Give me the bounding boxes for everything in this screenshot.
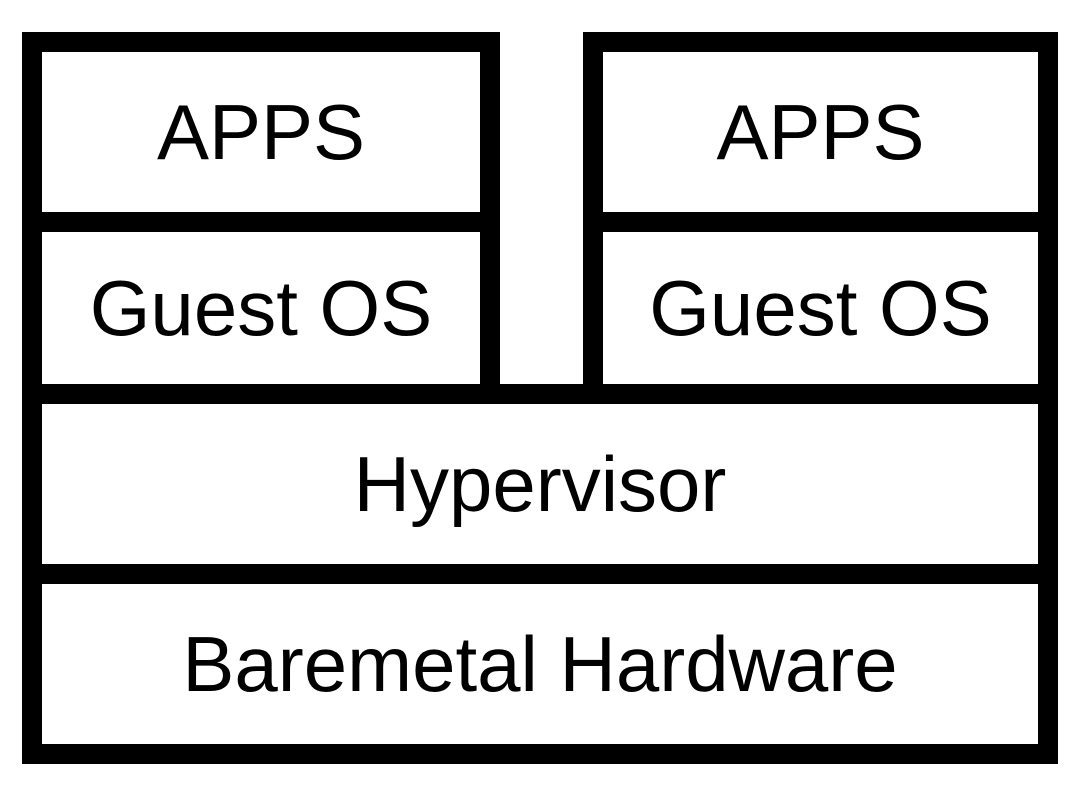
left-vm-guest-os-label: Guest OS [89,264,433,352]
right-vm-guest-os-layer: Guest OS [583,212,1058,404]
baremetal-hardware-layer: Baremetal Hardware [22,564,1058,764]
right-vm-apps-label: APPS [716,88,925,176]
hypervisor-label: Hypervisor [353,440,727,528]
left-vm-guest-os-layer: Guest OS [22,212,500,404]
left-vm-apps-layer: APPS [22,32,500,232]
left-vm-apps-label: APPS [156,88,366,176]
right-vm-apps-layer: APPS [583,32,1058,232]
hypervisor-layer: Hypervisor [22,384,1058,584]
baremetal-hardware-label: Baremetal Hardware [182,620,898,708]
right-vm-guest-os-label: Guest OS [649,264,992,352]
